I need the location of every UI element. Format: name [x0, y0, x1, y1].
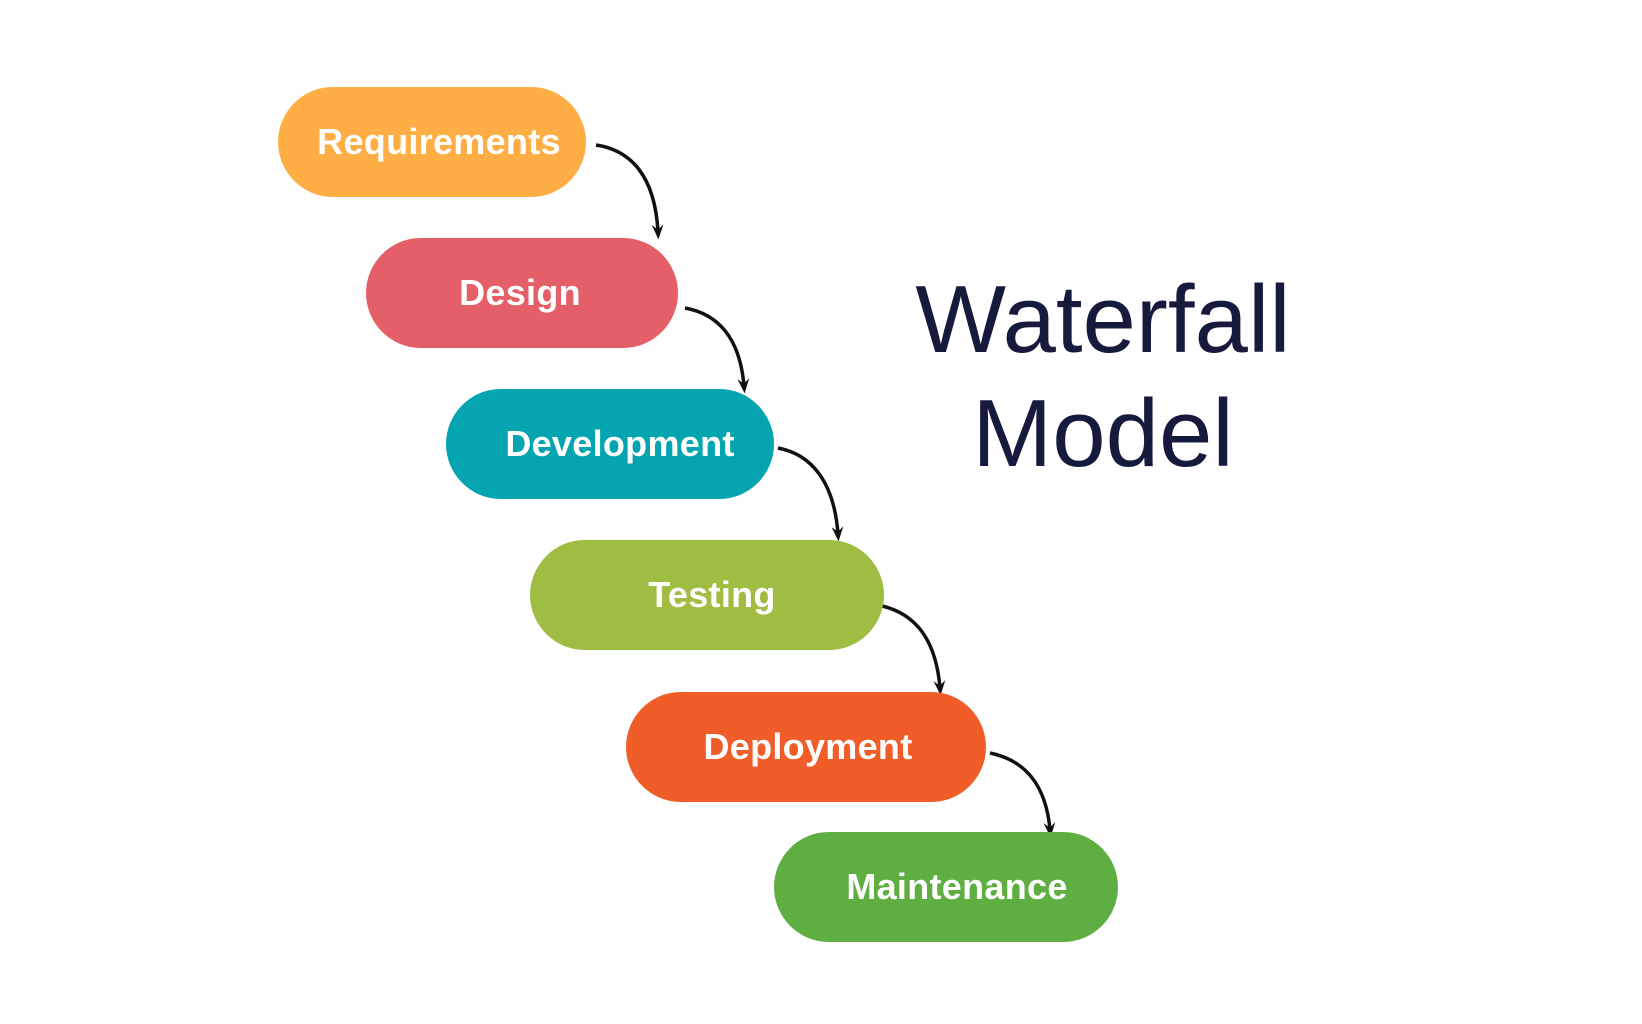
stage-label: Testing [648, 574, 776, 615]
stage-testing: Testing [530, 540, 884, 650]
diagram-title-line-2: Model [972, 380, 1234, 487]
stage-development: Development [446, 389, 774, 499]
arrow-design-to-development [684, 306, 750, 394]
diagram-title-line-1: Waterfall [915, 266, 1291, 373]
arrow-deployment-to-maintenance [989, 751, 1056, 838]
stage-label: Development [505, 423, 735, 464]
arrow-development-to-testing [777, 446, 844, 542]
stage-label: Design [459, 272, 581, 313]
stage-label: Deployment [703, 726, 913, 767]
stage-maintenance: Maintenance [774, 832, 1118, 942]
stage-design: Design [366, 238, 678, 348]
arrow-requirements-to-design [595, 143, 664, 240]
stage-label: Requirements [317, 121, 561, 162]
stage-deployment: Deployment [626, 692, 986, 802]
arrow-testing-to-deployment [881, 604, 946, 696]
stage-label: Maintenance [846, 866, 1068, 907]
stage-requirements: Requirements [278, 87, 586, 197]
